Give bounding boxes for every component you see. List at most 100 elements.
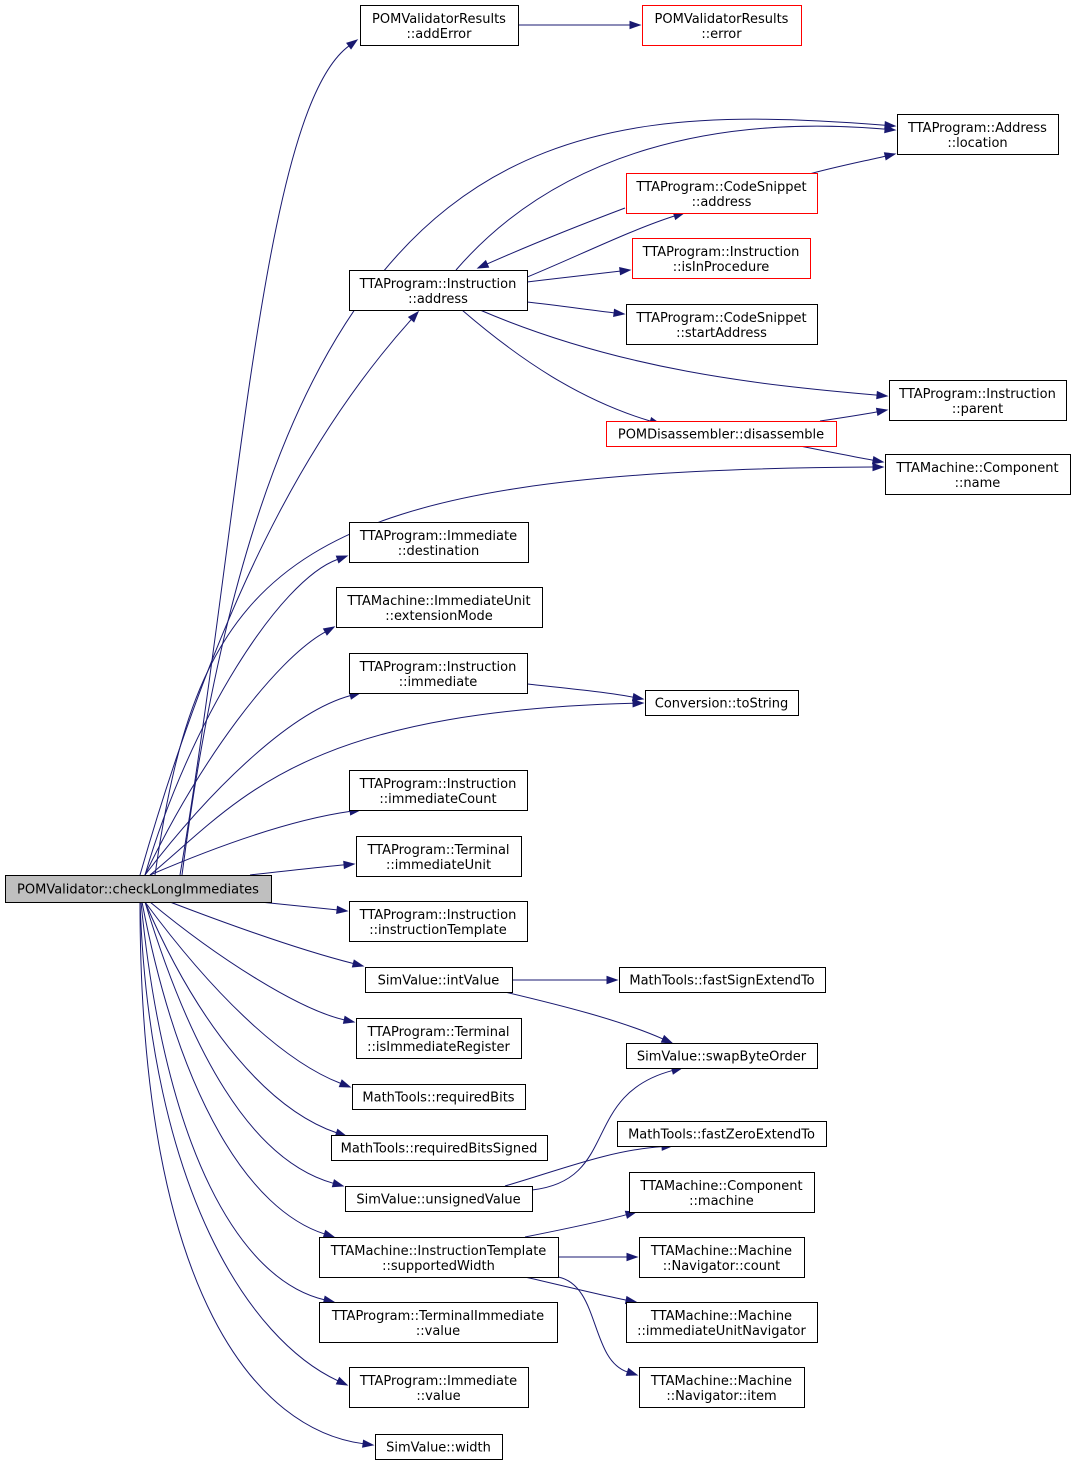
node-immediateUnit[interactable]: TTAProgram::Terminal::immediateUnit [356, 836, 522, 877]
node-disassemble[interactable]: POMDisassembler::disassemble [606, 421, 837, 447]
node-startAddress[interactable]: TTAProgram::CodeSnippet::startAddress [626, 304, 818, 345]
node-label-line: POMValidator::checkLongImmediates [17, 883, 259, 898]
node-width[interactable]: SimValue::width [375, 1434, 503, 1460]
edge-line [139, 901, 339, 1382]
node-immediate[interactable]: TTAProgram::Instruction::immediate [349, 653, 528, 694]
node-extensionMode[interactable]: TTAMachine::ImmediateUnit::extensionMode [336, 587, 543, 628]
node-box [626, 173, 818, 214]
edge-arrowhead [619, 267, 632, 276]
node-box [360, 5, 519, 46]
edge-arrowhead [351, 959, 365, 968]
node-componentName[interactable]: TTAMachine::Component::name [885, 454, 1071, 495]
node-label-line: SimValue::width [386, 1441, 491, 1456]
call-graph-edges [139, 20, 897, 1448]
node-intValue[interactable]: SimValue::intValue [365, 967, 513, 993]
edge-supportedWidth-to-navCount [558, 1252, 639, 1262]
edge-line [805, 155, 886, 176]
node-error[interactable]: POMValidatorResults::error [642, 5, 802, 46]
node-box [331, 1135, 548, 1161]
edge-disassemble-to-parent [819, 407, 889, 422]
node-parent[interactable]: TTAProgram::Instruction::parent [889, 380, 1067, 421]
edge-supportedWidth-to-navItem [557, 1276, 639, 1376]
edge-line [526, 683, 634, 698]
edge-line [461, 309, 651, 422]
node-addError[interactable]: POMValidatorResults::addError [360, 5, 519, 46]
node-navItem[interactable]: TTAMachine::Machine::Navigator::item [639, 1367, 805, 1408]
edge-intValue-to-swapByteOrder [504, 991, 674, 1044]
node-requiredBitsSigned[interactable]: MathTools::requiredBitsSigned [331, 1135, 548, 1161]
edge-arrowhead [626, 1252, 639, 1262]
node-navCount[interactable]: TTAMachine::Machine::Navigator::count [639, 1237, 805, 1278]
node-checkLongImmediates[interactable]: POMValidator::checkLongImmediates [5, 875, 272, 903]
edge-line [169, 901, 354, 965]
node-label-line: TTAMachine::Component [895, 461, 1058, 476]
edge-checkLongImmediates-to-requiredBits [144, 901, 352, 1088]
node-immediateUnitNavigator[interactable]: TTAMachine::Machine::immediateUnitNaviga… [626, 1302, 818, 1343]
edge-instrAddress-to-startAddress [526, 301, 626, 317]
node-box [356, 1018, 522, 1059]
edge-arrowhead [362, 1439, 375, 1448]
node-label-line: SimValue::intValue [378, 974, 500, 989]
edge-arrowhead [631, 692, 645, 702]
node-label-line: TTAProgram::Instruction [642, 245, 800, 260]
node-box [336, 587, 543, 628]
node-label-line: ::immediateCount [379, 792, 496, 807]
node-terminalImmediateValue[interactable]: TTAProgram::TerminalImmediate::value [319, 1302, 558, 1343]
node-label-line: TTAProgram::Instruction [898, 387, 1056, 402]
node-label-line: ::Navigator::item [666, 1389, 776, 1404]
edge-checkLongImmediates-to-immediateUnit [249, 860, 356, 876]
edge-disassemble-to-componentName [799, 445, 885, 465]
node-box [349, 270, 528, 311]
edge-line [486, 207, 626, 265]
node-immediateValue[interactable]: TTAProgram::Immediate::value [349, 1367, 529, 1408]
node-isInProcedure[interactable]: TTAProgram::Instruction::isInProcedure [632, 238, 811, 279]
node-instrAddress[interactable]: TTAProgram::Instruction::address [349, 270, 528, 311]
edge-arrowhead [338, 1079, 352, 1088]
edge-arrowhead [322, 626, 336, 636]
node-instructionTemplate[interactable]: TTAProgram::Instruction::instructionTemp… [349, 901, 528, 942]
node-unsignedValue[interactable]: SimValue::unsignedValue [345, 1186, 533, 1212]
node-location[interactable]: TTAProgram::Address::location [897, 114, 1059, 155]
node-label-line: ::value [416, 1324, 460, 1339]
node-box [645, 690, 799, 716]
node-label-line: TTAProgram::Terminal [366, 843, 509, 858]
node-box [5, 875, 272, 903]
node-label-line: TTAMachine::Machine [650, 1309, 792, 1324]
node-requiredBits[interactable]: MathTools::requiredBits [352, 1084, 526, 1110]
node-box [889, 380, 1067, 421]
edge-line [149, 901, 345, 1021]
node-label-line: TTAProgram::Immediate [359, 529, 517, 544]
node-isImmediateRegister[interactable]: TTAProgram::Terminal::isImmediateRegiste… [356, 1018, 522, 1059]
node-destination[interactable]: TTAProgram::Immediate::destination [349, 522, 529, 563]
edge-line [140, 901, 325, 1301]
node-box [349, 522, 529, 563]
edge-immediate-to-toString [526, 683, 645, 702]
edge-arrowhead [342, 1015, 356, 1024]
node-box [349, 770, 528, 811]
node-fastZeroExtendTo[interactable]: MathTools::fastZeroExtendTo [617, 1121, 827, 1147]
edge-arrowhead [335, 555, 349, 564]
node-snippetAddress[interactable]: TTAProgram::CodeSnippet::address [626, 173, 818, 214]
node-label-line: POMValidatorResults [372, 12, 506, 27]
edge-arrowhead [336, 905, 349, 915]
node-toString[interactable]: Conversion::toString [645, 690, 799, 716]
node-label-line: ::startAddress [676, 326, 767, 341]
node-label-line: TTAProgram::Address [907, 121, 1047, 136]
node-supportedWidth[interactable]: TTAMachine::InstructionTemplate::support… [319, 1237, 559, 1278]
edge-checkLongImmediates-to-instructionTemplate [259, 901, 349, 915]
edge-line [557, 1276, 628, 1373]
edge-line [139, 901, 364, 1445]
edge-line [524, 1276, 627, 1301]
node-swapByteOrder[interactable]: SimValue::swapByteOrder [626, 1043, 818, 1069]
node-fastSignExtendTo[interactable]: MathTools::fastSignExtendTo [619, 967, 826, 993]
edge-checkLongImmediates-to-addError [179, 39, 359, 876]
node-label-line: TTAProgram::TerminalImmediate [331, 1309, 544, 1324]
edge-line [179, 45, 350, 876]
node-immediateCount[interactable]: TTAProgram::Instruction::immediateCount [349, 770, 528, 811]
node-label-line: MathTools::fastZeroExtendTo [628, 1128, 815, 1143]
node-box [639, 1367, 805, 1408]
node-machine[interactable]: TTAMachine::Component::machine [629, 1172, 815, 1213]
node-label-line: ::name [955, 476, 1001, 491]
node-label-line: TTAMachine::ImmediateUnit [346, 594, 530, 609]
